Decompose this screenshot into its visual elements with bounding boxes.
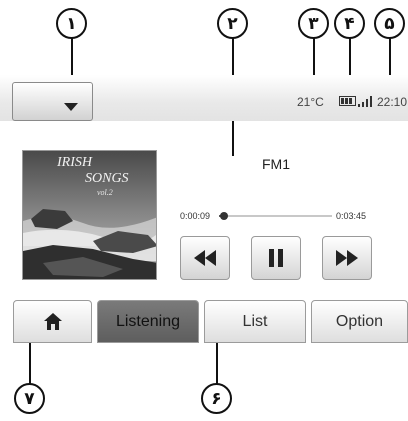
callout-7: ٧ — [14, 383, 45, 414]
progress-bar[interactable] — [219, 212, 332, 220]
tab-list-label: List — [242, 312, 268, 330]
source-dropdown[interactable] — [12, 82, 93, 121]
clock: 22:10 — [377, 95, 408, 109]
callout-3: ٣ — [298, 8, 329, 39]
progress-handle[interactable] — [219, 212, 228, 220]
fast-forward-icon — [336, 250, 358, 266]
tab-option-label: Option — [335, 312, 384, 330]
pause-icon — [269, 249, 283, 267]
rewind-button[interactable] — [180, 236, 230, 280]
fast-forward-button[interactable] — [322, 236, 372, 280]
callout-2: ٢ — [217, 8, 248, 39]
album-title-line1: IRISH — [57, 155, 92, 170]
chevron-down-icon — [64, 103, 78, 111]
leader-line-5 — [389, 38, 391, 92]
battery-icon — [339, 96, 356, 106]
total-time: 0:03:45 — [336, 211, 367, 221]
tab-option[interactable]: Option — [311, 300, 408, 343]
album-title-line2: SONGS — [85, 171, 129, 186]
leader-line-6 — [216, 330, 218, 388]
leader-line-4 — [349, 38, 351, 92]
callout-6: ۶ — [201, 383, 232, 414]
temperature-readout: 21°C — [297, 95, 324, 109]
elapsed-time: 0:00:09 — [180, 211, 211, 221]
tab-list[interactable]: List — [204, 300, 306, 343]
pause-button[interactable] — [251, 236, 301, 280]
tab-listening[interactable]: Listening — [97, 300, 199, 343]
station-name: FM1 — [262, 156, 290, 172]
callout-4: ۴ — [334, 8, 365, 39]
album-cover: IRISH SONGS vol.2 — [22, 150, 157, 280]
callout-1: ١ — [56, 8, 87, 39]
leader-line-3 — [313, 38, 315, 92]
rewind-icon — [194, 250, 216, 266]
callout-5: ۵ — [374, 8, 405, 39]
home-icon — [43, 313, 62, 330]
leader-line-7 — [29, 330, 31, 388]
signal-strength-icon — [358, 96, 373, 107]
album-volume: vol.2 — [97, 188, 113, 197]
leader-line-1 — [71, 38, 73, 95]
tab-listening-label: Listening — [115, 312, 181, 330]
tab-home[interactable] — [13, 300, 92, 343]
